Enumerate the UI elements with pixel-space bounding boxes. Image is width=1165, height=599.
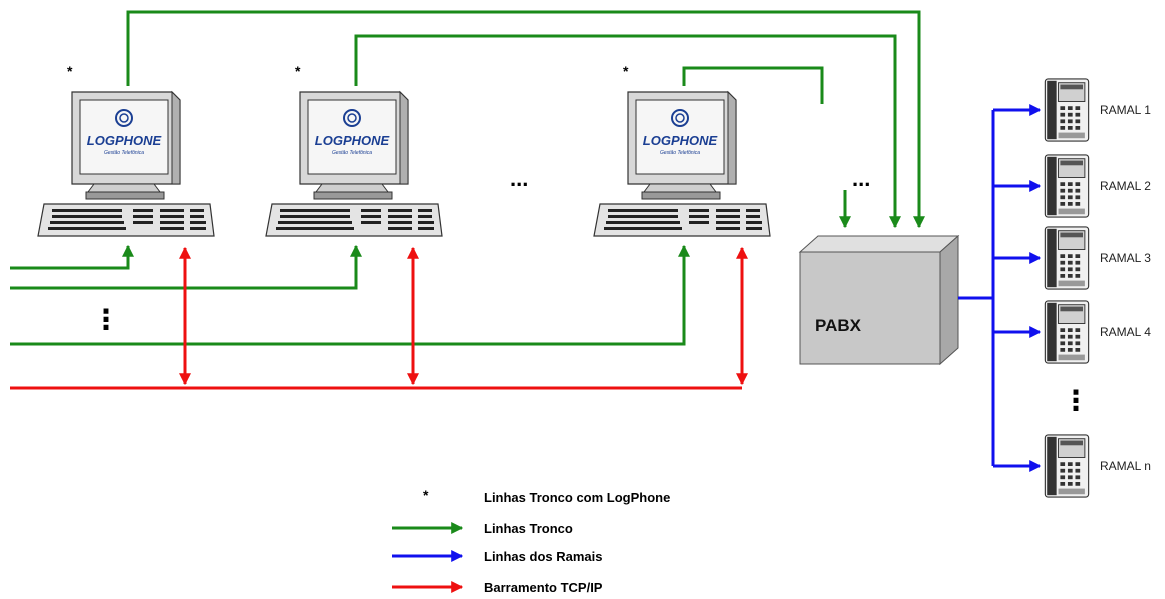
trunk-ellipsis: ... — [852, 166, 870, 191]
phone-icon — [1044, 300, 1090, 364]
phone-icon — [1044, 78, 1090, 142]
trunk-line-ws2-top — [354, 34, 901, 229]
legend-extension-text: Linhas dos Ramais — [484, 549, 602, 564]
legend-tcpip-text: Barramento TCP/IP — [484, 580, 603, 595]
extension-3: RAMAL 3 — [1044, 226, 1151, 290]
pabx-label: PABX — [815, 316, 862, 335]
tcpip-bus — [10, 246, 748, 390]
legend-asterisk-symbol: * — [423, 487, 429, 503]
legend-trunk-text: Linhas Tronco — [484, 521, 573, 536]
logphone-marker: * — [295, 63, 301, 79]
trunk-line-ws3-top — [682, 66, 824, 104]
trunk-line-ws2-in — [10, 244, 362, 290]
extension-lines — [958, 104, 1042, 472]
legend: * Linhas Tronco com LogPhone Linhas Tron… — [392, 487, 670, 595]
extension-4: RAMAL 4 — [1044, 300, 1151, 364]
trunk-lines-top — [126, 10, 925, 229]
extension-1: RAMAL 1 — [1044, 78, 1151, 142]
trunk-lines-left — [10, 244, 690, 346]
extension-label: RAMAL 3 — [1100, 251, 1151, 265]
extension-label: RAMAL 1 — [1100, 103, 1151, 117]
phone-icon — [1044, 226, 1090, 290]
extensions-ellipsis-vertical: ⋮ — [1062, 385, 1090, 416]
logphone-marker: * — [623, 63, 629, 79]
workstation-1: * — [36, 63, 216, 238]
lines-ellipsis-vertical: ⋮ — [92, 304, 120, 335]
phone-icon — [1044, 434, 1090, 498]
pabx: PABX — [798, 234, 960, 366]
extension-label: RAMAL 2 — [1100, 179, 1151, 193]
logphone-marker: * — [67, 63, 73, 79]
workstation-2: * — [264, 63, 444, 238]
extension-2: RAMAL 2 — [1044, 154, 1151, 218]
extension-label: RAMAL 4 — [1100, 325, 1151, 339]
workstations-ellipsis: ... — [510, 166, 528, 191]
extension-n: RAMAL n — [1044, 434, 1151, 498]
trunk-line-ws3-in — [10, 244, 690, 346]
workstation-3: * — [592, 63, 772, 238]
phone-icon — [1044, 154, 1090, 218]
trunk-line-ws1-top — [126, 10, 925, 229]
extension-label: RAMAL n — [1100, 459, 1151, 473]
trunk-line-ws1-in — [10, 244, 134, 270]
legend-asterisk-text: Linhas Tronco com LogPhone — [484, 490, 670, 505]
